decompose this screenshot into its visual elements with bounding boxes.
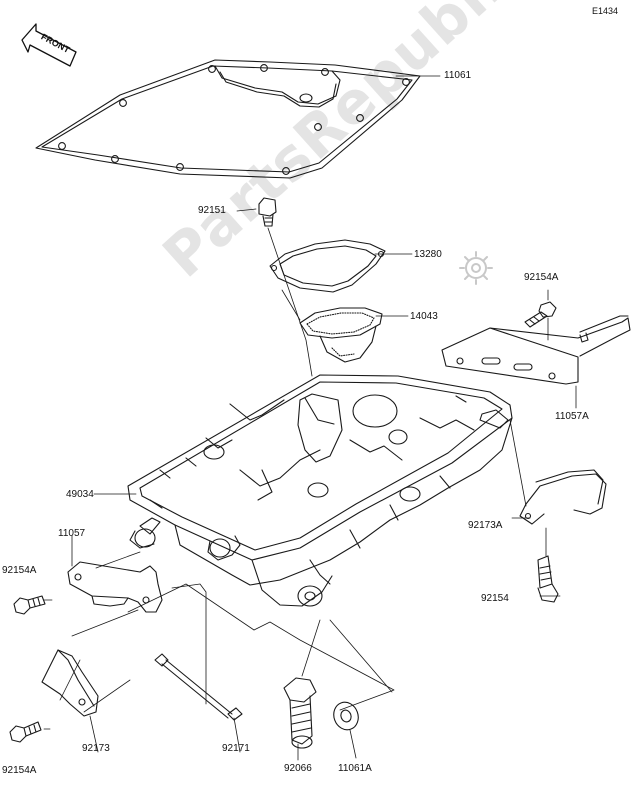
bolt-92154a-left xyxy=(13,595,46,615)
bolt-92154a-bottom xyxy=(9,721,42,743)
strainer-14043 xyxy=(299,307,383,363)
assembly-lines xyxy=(59,227,549,713)
washer-11061a xyxy=(333,701,359,731)
leader-lines xyxy=(43,75,577,761)
part-label-11057: 11057 xyxy=(58,528,86,539)
oil-pan-49034 xyxy=(127,374,513,607)
drain-plug-92066 xyxy=(283,677,317,749)
part-label-92154a-top: 92154A xyxy=(524,272,559,283)
part-label-13280: 13280 xyxy=(414,249,442,260)
bracket-92173 xyxy=(41,649,99,717)
part-label-92173: 92173 xyxy=(82,743,110,754)
front-arrow-icon: FRONT xyxy=(21,23,77,67)
part-label-92151: 92151 xyxy=(198,205,226,216)
rod-92171 xyxy=(154,653,243,721)
bolt-92154a-top xyxy=(524,301,557,328)
gasket-11061 xyxy=(35,59,421,179)
part-label-92154: 92154 xyxy=(481,593,509,604)
diagram-code: E1434 xyxy=(592,6,619,16)
part-label-11061: 11061 xyxy=(444,70,472,81)
bolt-92154 xyxy=(537,555,559,603)
bracket-11057a xyxy=(441,315,631,385)
bracket-92173a xyxy=(519,469,607,525)
bracket-11057 xyxy=(67,561,163,613)
bolt-92151 xyxy=(258,197,277,227)
part-label-92173a: 92173A xyxy=(468,520,503,531)
part-label-14043: 14043 xyxy=(410,311,438,322)
part-label-11057a: 11057A xyxy=(555,411,589,422)
part-label-11061a: 11061A xyxy=(338,763,372,774)
part-label-49034: 49034 xyxy=(66,489,94,500)
gasket-13280 xyxy=(269,239,386,293)
part-label-92171: 92171 xyxy=(222,743,250,754)
gear-icon xyxy=(459,251,493,285)
part-label-92154a-left: 92154A xyxy=(2,565,37,576)
part-label-92154a-bottom: 92154A xyxy=(2,765,37,776)
part-label-92066: 92066 xyxy=(284,763,312,774)
